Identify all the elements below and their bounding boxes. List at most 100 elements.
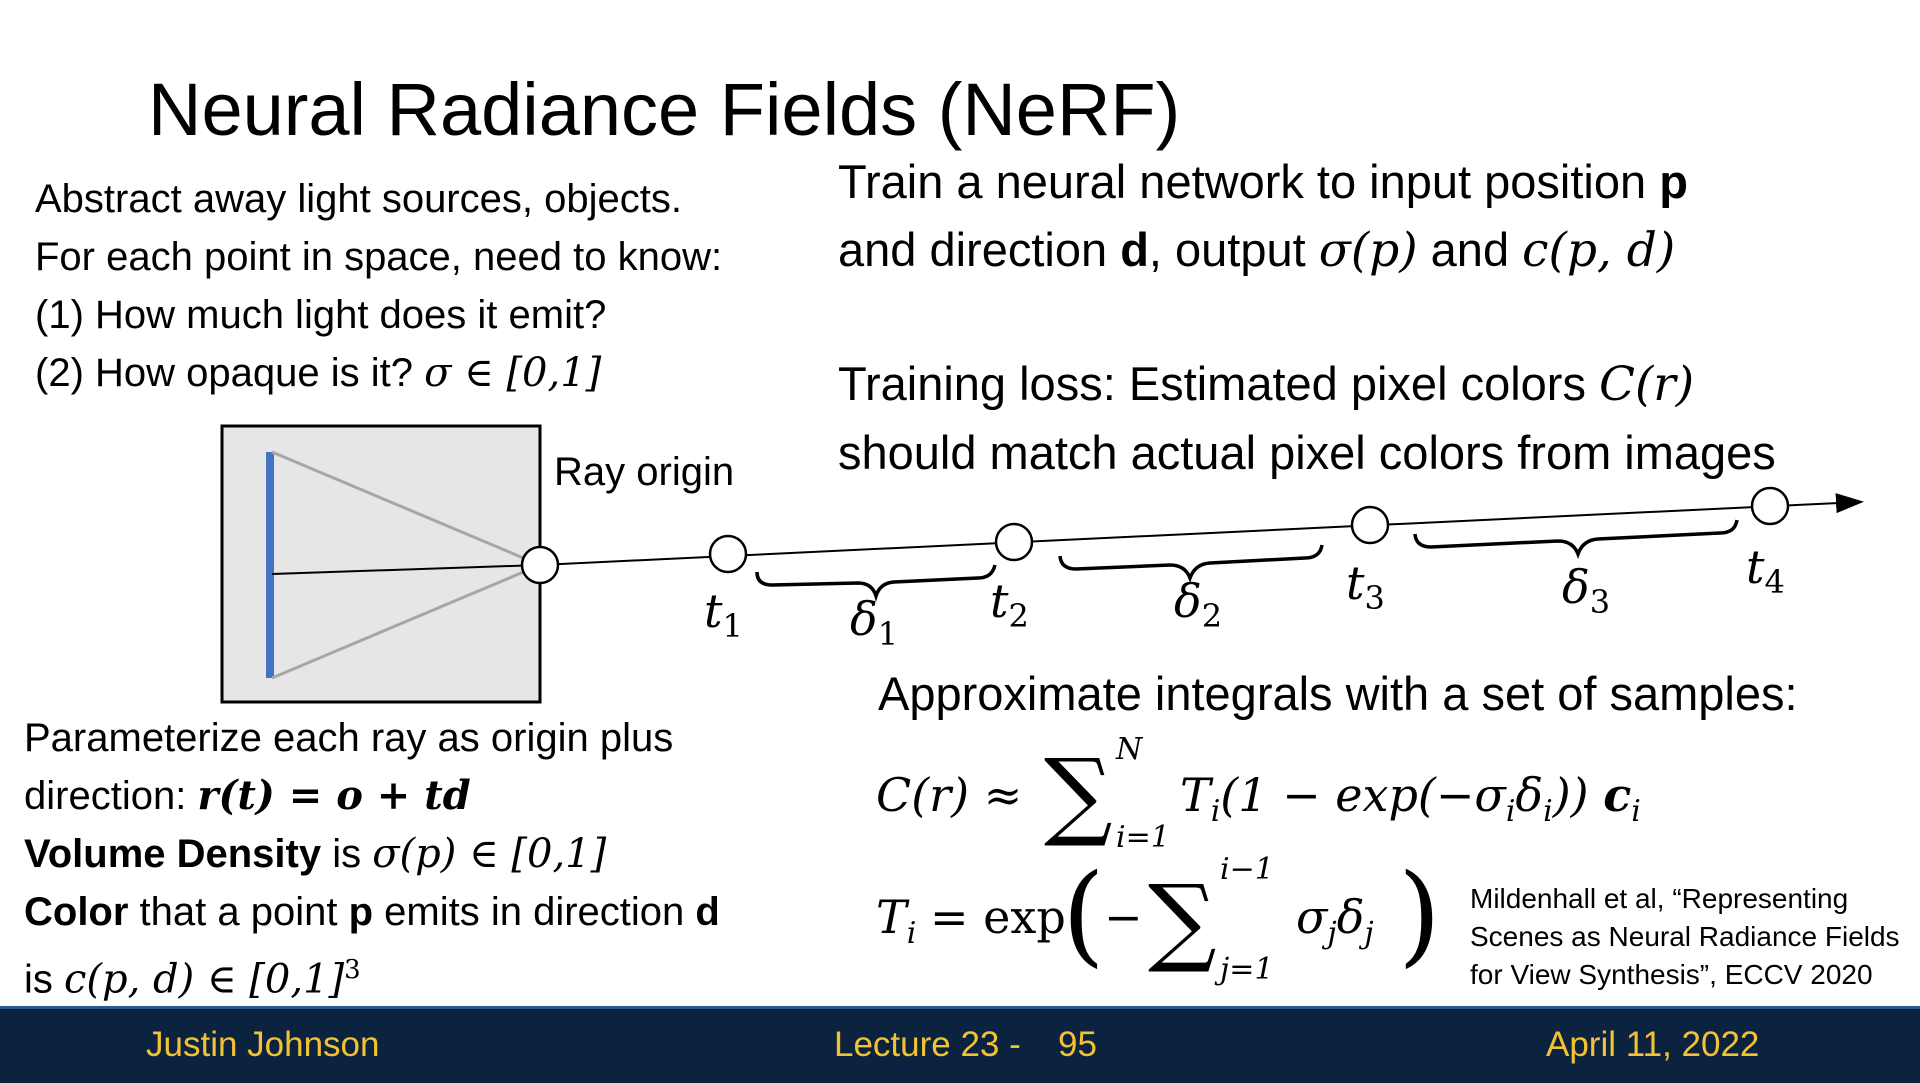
bottom-left-line4-text1: that a point xyxy=(128,890,349,934)
eq1-rhs-delta-sub: i xyxy=(1543,794,1553,830)
citation: Mildenhall et al, “Representing Scenes a… xyxy=(1470,880,1900,994)
left-intro-line2: For each point in space, need to know: xyxy=(35,235,723,279)
pixel-color-math: C(r) xyxy=(1599,357,1695,412)
delta1-brace xyxy=(755,564,997,602)
equation-color: C(r) ≈ ∑ N i=1 Ti(1 − exp(−σiδi)) ci xyxy=(876,732,1776,860)
left-intro-line1: Abstract away light sources, objects. xyxy=(35,177,682,221)
left-intro-line4: (2) How opaque is it? σ ∈ [0,1] xyxy=(35,344,722,402)
eq1-lhs: C(r) ≈ xyxy=(876,768,1023,822)
delta3-label: δ3 xyxy=(1562,560,1610,621)
delta3-brace xyxy=(1413,519,1739,560)
bottom-left-line4: Color that a point p emits in direction … xyxy=(24,883,720,941)
footer-lecture: Lecture 23 - xyxy=(834,1025,1021,1064)
t1-label-sub: 1 xyxy=(722,607,743,646)
sample-point-t3 xyxy=(1350,505,1390,545)
sigma-p-math: σ(p) xyxy=(1318,223,1418,278)
t4-label-var: t xyxy=(1746,540,1765,594)
eq1-rhs-close: )) xyxy=(1552,768,1604,822)
right-intro-line1-text: Train a neural network to input position xyxy=(838,155,1660,208)
bottom-left-line4-text2: emits in direction xyxy=(373,890,696,934)
t2-label-var: t xyxy=(990,574,1009,628)
eq1-color-term: c xyxy=(1603,768,1632,822)
bottom-left-line5-text: is xyxy=(24,957,64,1002)
ray-equation-math: r(t) = o + td xyxy=(197,772,471,819)
right-intro-line2: and direction d, output σ(p) and c(p, d) xyxy=(838,216,1688,285)
right-intro: Train a neural network to input position… xyxy=(838,148,1688,285)
eq1-color-sub: i xyxy=(1631,794,1641,830)
t2-label-sub: 2 xyxy=(1008,597,1029,636)
t1-label: t1 xyxy=(704,584,743,645)
t4-label: t4 xyxy=(1746,540,1785,601)
right-intro-line2-a: and direction xyxy=(838,223,1121,276)
eq2-sum-top: i−1 xyxy=(1220,852,1274,887)
bottom-left-line5: is c(p, d) ∈ [0,1]3 xyxy=(24,941,720,1008)
eq2-left-paren-icon: ( xyxy=(1062,850,1105,978)
bottom-left-line3-text: is xyxy=(321,832,373,876)
sample-point-t4 xyxy=(1750,486,1790,526)
delta2-label-var: δ xyxy=(1174,574,1202,628)
right-intro-line2-b: , output xyxy=(1148,223,1319,276)
delta1-label-var: δ xyxy=(850,592,878,646)
eq2-sum-bottom: j=1 xyxy=(1220,952,1274,987)
approx-heading: Approximate integrals with a set of samp… xyxy=(878,667,1798,720)
eq1-rhs-exp: (1 − exp(−σ xyxy=(1220,768,1506,822)
sample-point-t2 xyxy=(994,522,1034,562)
ray-origin-point xyxy=(520,545,560,585)
opacity-range-math: σ ∈ [0,1] xyxy=(424,350,602,396)
direction-d-bold-2: d xyxy=(695,890,720,934)
eq2-minus-icon: − xyxy=(1104,890,1143,944)
footer-page-number: 95 xyxy=(1058,1025,1097,1064)
left-intro: Abstract away light sources, objects. Fo… xyxy=(35,170,722,402)
eq2-term: σjδj xyxy=(1296,890,1374,951)
right-intro-line1: Train a neural network to input position… xyxy=(838,148,1688,216)
eq2-right-paren-icon: ) xyxy=(1398,850,1441,978)
frustum-bottom-line xyxy=(271,563,541,680)
eq2-exp: = exp xyxy=(930,890,1066,944)
eq1-rhs-sigma-sub: i xyxy=(1505,794,1516,830)
eq2-sum-icon: ∑ xyxy=(1148,864,1217,976)
delta2-brace xyxy=(1058,544,1324,584)
eq2-term-delta-sub: j xyxy=(1364,916,1374,952)
t3-label: t3 xyxy=(1346,556,1385,617)
eq1-rhs-t: T xyxy=(1180,768,1211,822)
ray-line xyxy=(539,493,1864,566)
footer-author: Justin Johnson xyxy=(146,1025,380,1064)
bottom-left-line2-text: direction: xyxy=(24,774,198,818)
t1-label-var: t xyxy=(704,584,723,638)
color-range-sup: 3 xyxy=(344,955,361,985)
bottom-left-line1: Parameterize each ray as origin plus xyxy=(24,716,674,760)
frustum-top-line xyxy=(271,450,541,567)
eq2-term-sigma: σ xyxy=(1296,890,1328,944)
camera-center-ray xyxy=(271,564,541,575)
right-intro-line2-c: and xyxy=(1417,223,1523,276)
t3-label-sub: 3 xyxy=(1364,579,1385,618)
delta1-label: δ1 xyxy=(850,592,898,653)
position-p-bold: p xyxy=(1659,155,1688,208)
eq2-term-sigma-sub: j xyxy=(1327,916,1337,952)
training-loss: Training loss: Estimated pixel colors C(… xyxy=(838,350,1776,487)
citation-line1: Mildenhall et al, “Representing xyxy=(1470,883,1849,914)
slide-title: Neural Radiance Fields (NeRF) xyxy=(148,68,1181,151)
sample-point-t1 xyxy=(708,534,748,574)
camera-box xyxy=(220,424,542,704)
volume-density-math: σ(p) ∈ [0,1] xyxy=(372,831,607,877)
delta1-label-sub: 1 xyxy=(877,615,899,654)
bottom-left-line2: direction: r(t) = o + td xyxy=(24,767,720,825)
citation-line2: Scenes as Neural Radiance Fields xyxy=(1470,921,1900,952)
eq2-term-delta: δ xyxy=(1336,890,1365,944)
training-loss-line1: Training loss: Estimated pixel colors C(… xyxy=(838,350,1776,419)
color-range-math: c(p, d) ∈ [0,1] xyxy=(64,956,345,1003)
footer-bar: Justin Johnson Lecture 23 - 95 April 11,… xyxy=(0,1006,1920,1083)
delta2-label: δ2 xyxy=(1174,574,1222,635)
equation-transmittance: Ti = exp ( − ∑ i−1 j=1 σjδj ) xyxy=(876,852,1441,1000)
delta3-label-var: δ xyxy=(1562,560,1590,614)
eq2-lhs: Ti xyxy=(876,890,916,951)
delta2-label-sub: 2 xyxy=(1201,597,1223,636)
bottom-left-text: Parameterize each ray as origin plus dir… xyxy=(24,709,720,1008)
training-loss-line2: should match actual pixel colors from im… xyxy=(838,426,1776,479)
footer-date: April 11, 2022 xyxy=(1546,1025,1760,1064)
color-pd-math: c(p, d) xyxy=(1522,223,1676,278)
delta3-label-sub: 3 xyxy=(1589,583,1611,622)
left-intro-line4-text: (2) How opaque is it? xyxy=(35,351,425,395)
